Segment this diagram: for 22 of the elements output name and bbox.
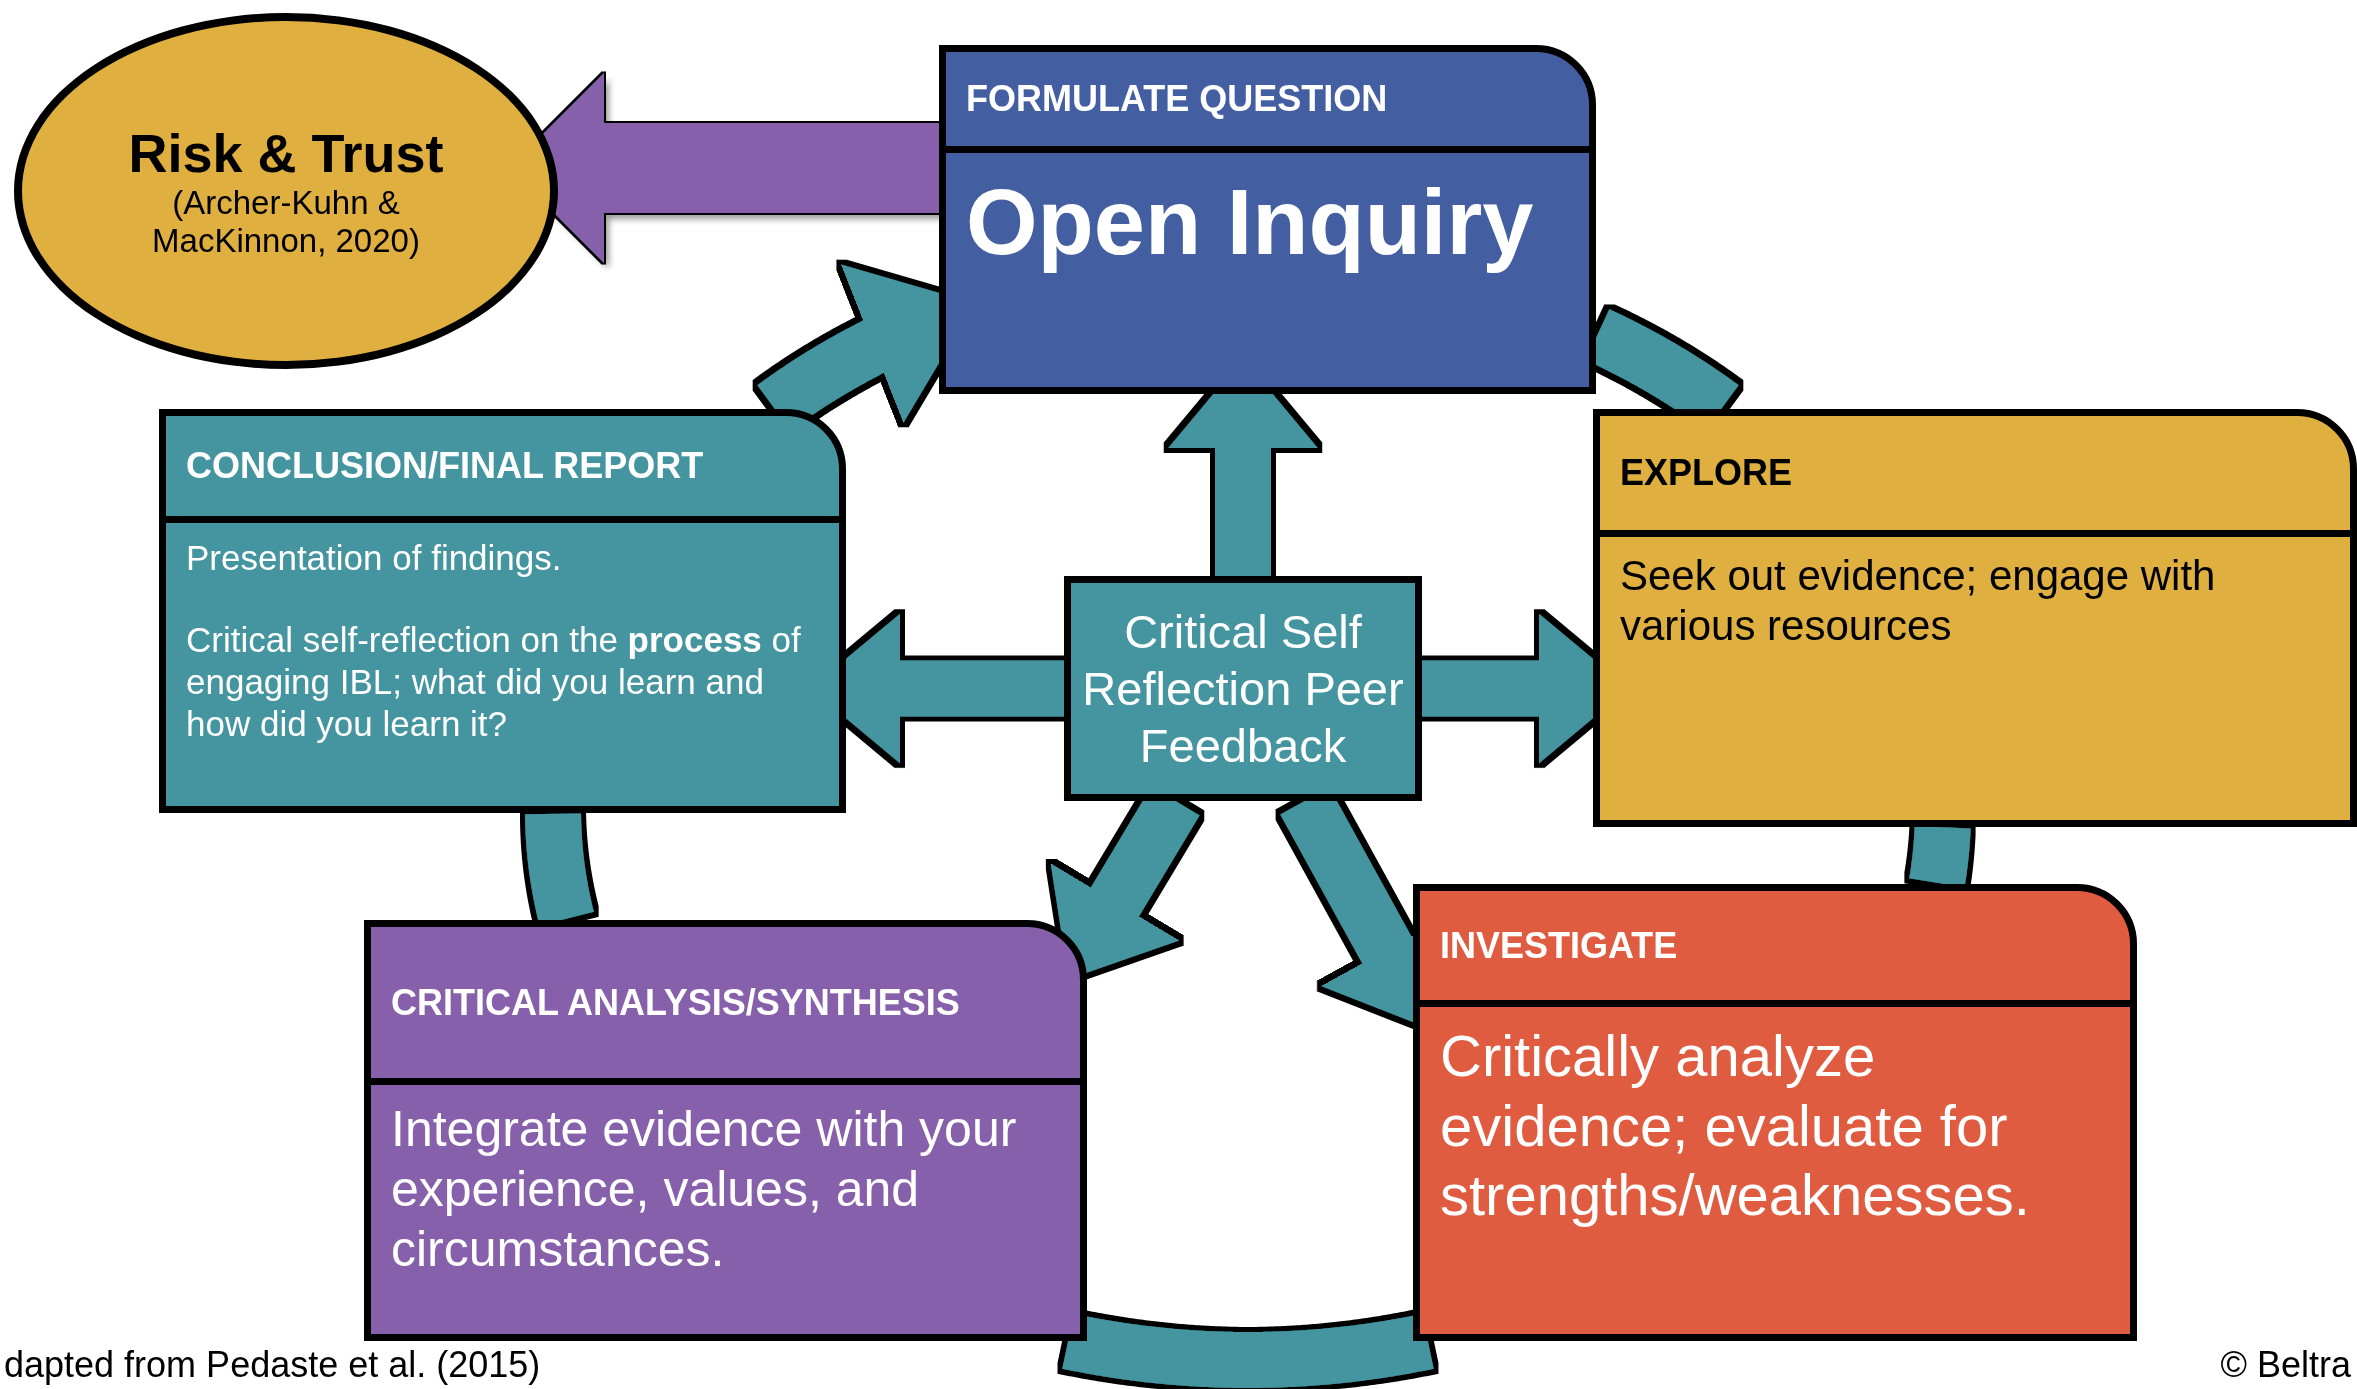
phase-card bbox=[939, 45, 1596, 394]
phase-card bbox=[159, 409, 846, 813]
phase-heading: INVESTIGATE bbox=[1420, 891, 2130, 1007]
phase-description: Critically analyze evidence; evaluate for strengths/weaknesses. bbox=[1440, 1022, 2031, 1230]
topic-title: Risk & Trust bbox=[128, 122, 444, 185]
copyright-note: © Beltra bbox=[2220, 1344, 2351, 1386]
box-text: Critical Self Reflection Peer Feedback bbox=[1081, 603, 1405, 775]
phase-heading: CRITICAL ANALYSIS/SYNTHESIS bbox=[371, 927, 1080, 1085]
phase-card bbox=[364, 920, 1087, 1341]
citation: (Archer-Kuhn & MacKinnon, 2020) bbox=[151, 184, 421, 260]
phase-description: Open Inquiry bbox=[966, 170, 1535, 275]
phase-card bbox=[1413, 884, 2137, 1341]
phase-heading: EXPLORE bbox=[1600, 416, 2350, 537]
process-box bbox=[1064, 576, 1422, 801]
phase-heading: CONCLUSION/FINAL REPORT bbox=[166, 416, 839, 523]
phase-description: Presentation of findings. bbox=[186, 537, 563, 579]
phase-description: Critical self-reflection on the process of engaging IBL; what did you learn and how did you learn it? bbox=[186, 619, 802, 745]
source-note: dapted from Pedaste et al. (2015) bbox=[4, 1344, 541, 1386]
phase-description: Integrate evidence with your experience, values, and circumstances. bbox=[391, 1100, 1018, 1279]
phase-card bbox=[1593, 409, 2357, 827]
phase-heading: FORMULATE QUESTION bbox=[946, 52, 1589, 153]
phase-description: Seek out evidence; engage with various resources bbox=[1620, 551, 2217, 652]
